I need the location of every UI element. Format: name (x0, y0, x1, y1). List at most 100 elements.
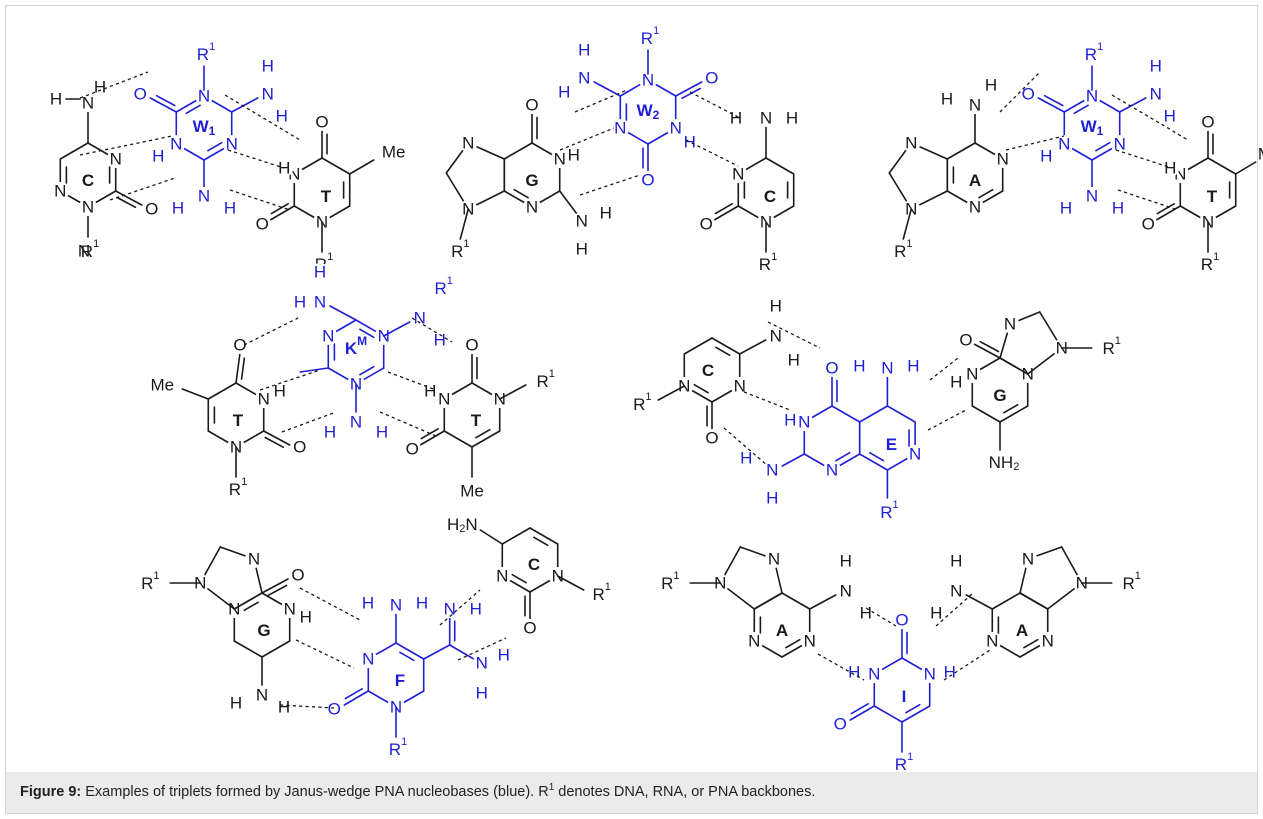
caption-bar: Figure 9: Examples of triplets formed by… (5, 772, 1258, 814)
atom-label: H (324, 423, 336, 442)
bond-line (556, 575, 585, 591)
figure-caption: Figure 9: Examples of triplets formed by… (20, 783, 815, 801)
r1-substituent: R1 (641, 25, 659, 48)
amine-h2n: H2N (447, 515, 478, 536)
atom-knockout (639, 171, 657, 189)
atom-label: N (924, 665, 936, 684)
atom-label: N (576, 212, 588, 231)
atom-label: H (1112, 199, 1124, 218)
hydrogen-bond (927, 409, 967, 431)
atom-label: H (950, 373, 962, 392)
atom-label: H (424, 382, 436, 401)
atom-label: N (766, 461, 778, 480)
bond-line (261, 578, 289, 594)
bond-line (711, 337, 741, 355)
r1-substituent: R1 (141, 570, 159, 593)
bond-line (501, 527, 531, 545)
double-bond-line (399, 651, 415, 662)
atom-label: H (600, 204, 612, 223)
bond-line (419, 430, 446, 446)
atom-knockout (142, 200, 161, 218)
bond-line (498, 384, 527, 400)
bond-line (233, 592, 263, 610)
atom-knockout (927, 604, 946, 622)
atom-knockout (745, 632, 764, 650)
bond-line (965, 594, 994, 610)
atom-knockout (940, 663, 959, 681)
atom-label: H (230, 694, 242, 713)
atom-label: O (291, 566, 304, 585)
atom-label: O (256, 215, 269, 234)
bond-line (808, 594, 837, 610)
atom-label: H (770, 297, 782, 316)
bond-line (503, 142, 533, 160)
atom-knockout (359, 650, 378, 668)
atom-label: H (853, 357, 865, 376)
atom-knockout (550, 150, 569, 168)
atom-knockout (596, 204, 615, 222)
atom-knockout (373, 423, 391, 441)
r1-substituent: R1 (759, 251, 777, 274)
atom-knockout (865, 665, 884, 683)
hydrogen-bond (229, 189, 291, 211)
double-bond-line (905, 703, 921, 714)
atom-label: Me (150, 376, 174, 395)
bond-line (299, 367, 330, 373)
atom-knockout (766, 327, 785, 345)
hydrogen-bond (1005, 135, 1065, 151)
atom-knockout (836, 582, 855, 600)
atom-label: H (1150, 57, 1162, 76)
bond-line (973, 343, 1001, 359)
atom-knockout (702, 69, 721, 87)
atom-label: N (198, 187, 210, 206)
hydrogen-bond (279, 704, 335, 709)
atom-label: N (54, 182, 66, 201)
bond-line (946, 142, 976, 160)
hydrogen-bond (579, 174, 641, 196)
atom-knockout (947, 373, 966, 391)
atom-knockout (1055, 135, 1074, 153)
atom-label: H (848, 663, 860, 682)
atom-label: H (314, 263, 326, 282)
double-bond-line (978, 188, 994, 199)
r1-substituent: R1 (661, 570, 679, 593)
atom-knockout (893, 611, 911, 629)
atom-label: O (293, 438, 306, 457)
atom-label: N (734, 377, 746, 396)
bond-line (114, 190, 143, 206)
atom-knockout (459, 134, 478, 152)
atom-knockout (680, 133, 699, 151)
atom-knockout (75, 242, 93, 260)
atom-knockout (1083, 87, 1101, 105)
atom-knockout (222, 135, 241, 153)
bond-line (781, 453, 806, 467)
r1-substituent: R1 (389, 736, 407, 759)
atom-knockout (254, 390, 273, 408)
atom-label: N (82, 198, 94, 217)
atom-knockout (966, 96, 984, 114)
atom-knockout (983, 632, 1002, 650)
bond-line (999, 405, 1029, 423)
atom-knockout (575, 69, 594, 87)
hydrogen-bond (109, 177, 176, 201)
atom-knockout (275, 159, 294, 177)
double-bond-line (1003, 403, 1019, 414)
atom-knockout (231, 336, 249, 354)
atom-label: H (684, 133, 696, 152)
atom-knockout (523, 198, 541, 216)
atom-knockout (1109, 199, 1127, 217)
atom-label: N (362, 650, 374, 669)
atom-label: H (498, 646, 510, 665)
atom-label: N (969, 96, 981, 115)
bond-line (713, 205, 740, 221)
atom-label: N (1086, 187, 1098, 206)
atom-label: N (1086, 87, 1098, 106)
atom-knockout (466, 600, 485, 618)
bond-line (459, 208, 470, 240)
atom-label: N (284, 600, 296, 619)
bond-line (343, 690, 370, 706)
bond-line (831, 405, 861, 423)
atom-label: N (554, 150, 566, 169)
r1-substituent: R1 (593, 581, 611, 604)
atom-label: N (732, 165, 744, 184)
